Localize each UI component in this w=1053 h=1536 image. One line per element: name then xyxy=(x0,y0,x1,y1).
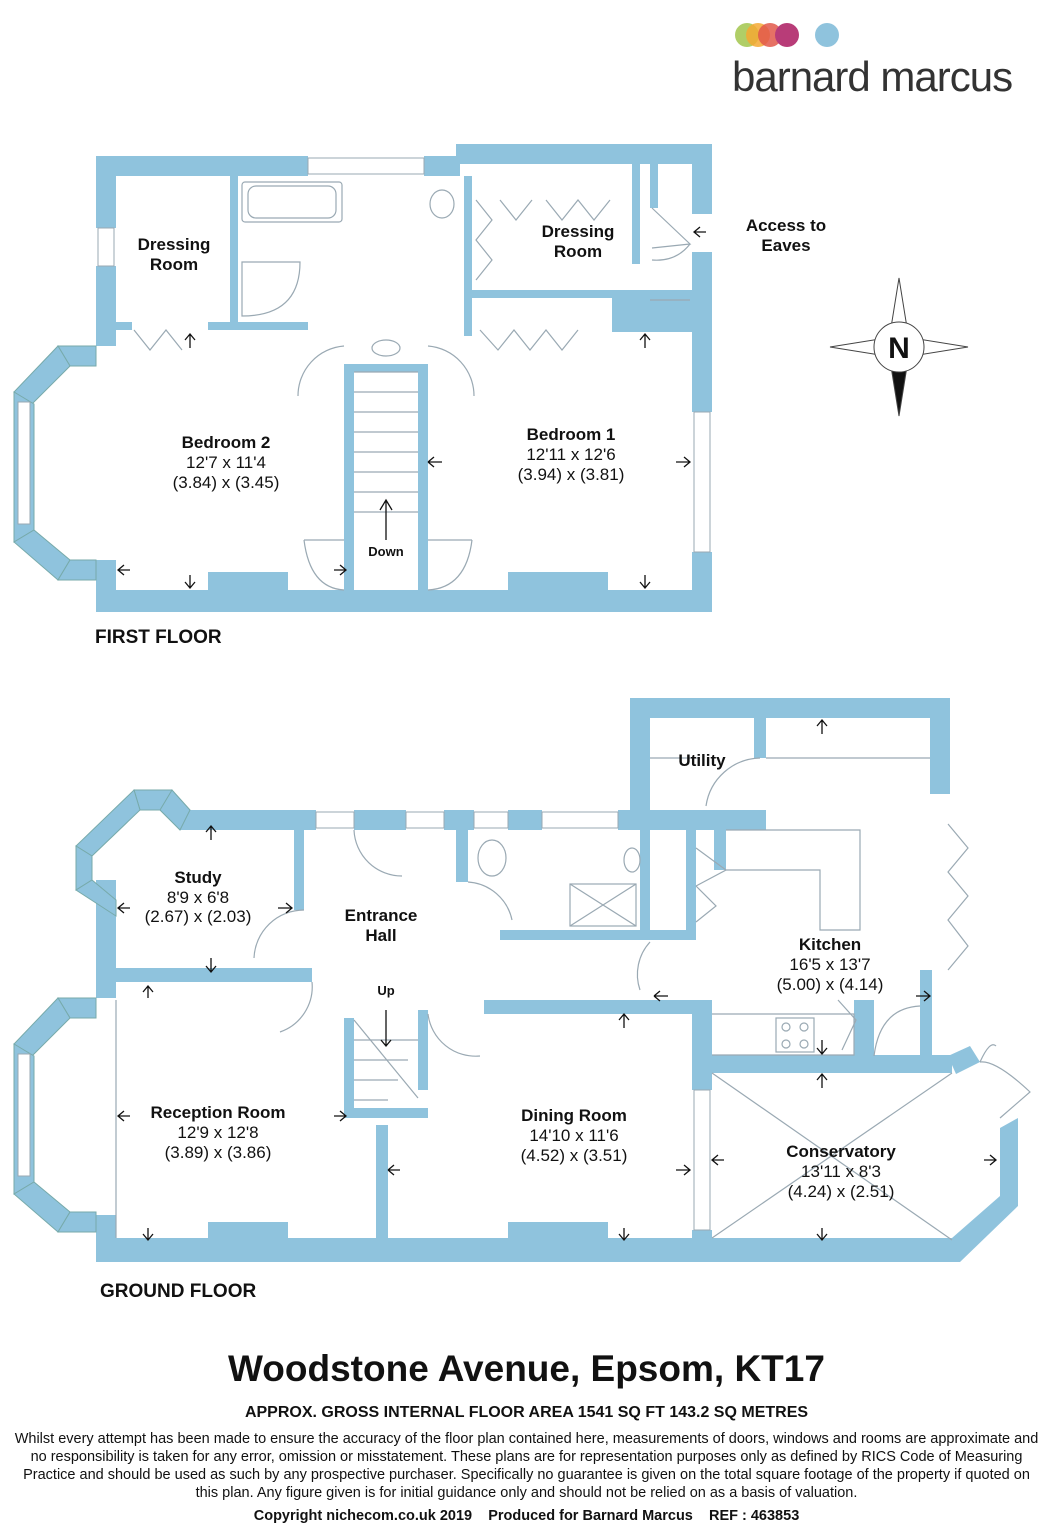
floor-plan-drawing: barnard marcus N xyxy=(13,23,1031,1302)
dressing-room-left-line1: Dressing xyxy=(138,235,211,254)
copyright-line: Copyright nichecom.co.uk 2019 Produced f… xyxy=(253,1508,800,1524)
entrance-hall-line2: Hall xyxy=(365,926,396,945)
dressing-room-right-line1: Dressing xyxy=(542,222,615,241)
compass-letter: N xyxy=(888,332,910,365)
brand-logo: barnard marcus xyxy=(732,23,1013,100)
disclaimer-text: Whilst every attempt has been made to en… xyxy=(14,1431,1039,1501)
access-eaves-line1: Access to xyxy=(746,216,826,235)
bedroom1-imperial: 12'11 x 12'6 xyxy=(526,445,615,464)
kitchen-imperial: 16'5 x 13'7 xyxy=(789,955,870,974)
compass-icon: N xyxy=(829,277,969,417)
conservatory-metric: (4.24) x (2.51) xyxy=(788,1182,895,1201)
bedroom1-name: Bedroom 1 xyxy=(527,425,616,444)
conservatory-imperial: 13'11 x 8'3 xyxy=(801,1162,881,1181)
brand-name: barnard marcus xyxy=(732,53,1012,100)
dressing-room-left-line2: Room xyxy=(150,255,198,274)
reception-metric: (3.89) x (3.86) xyxy=(165,1143,272,1162)
property-title: Woodstone Avenue, Epsom, KT17 xyxy=(228,1348,825,1389)
ground-floor-label: GROUND FLOOR xyxy=(100,1281,256,1302)
kitchen-metric: (5.00) x (4.14) xyxy=(777,975,884,994)
access-eaves-line2: Eaves xyxy=(761,236,810,255)
bedroom2-imperial: 12'7 x 11'4 xyxy=(186,453,266,472)
stairs-down-label: Down xyxy=(368,544,403,559)
kitchen-name: Kitchen xyxy=(799,935,861,954)
first-floor-plan: Dressing Room Dressing Room Access to Ea… xyxy=(13,144,826,648)
stairs-up-label: Up xyxy=(377,983,394,998)
study-imperial: 8'9 x 6'8 xyxy=(167,888,229,907)
dining-metric: (4.52) x (3.51) xyxy=(521,1146,628,1165)
conservatory-name: Conservatory xyxy=(786,1142,896,1161)
entrance-hall-line1: Entrance xyxy=(345,906,418,925)
first-floor-label: FIRST FLOOR xyxy=(95,627,222,648)
study-name: Study xyxy=(174,868,222,887)
dining-name: Dining Room xyxy=(521,1106,627,1125)
dining-imperial: 14'10 x 11'6 xyxy=(529,1126,618,1145)
utility-label: Utility xyxy=(678,751,726,770)
reception-imperial: 12'9 x 12'8 xyxy=(177,1123,258,1142)
dressing-room-right-line2: Room xyxy=(554,242,602,261)
ground-floor-plan: Utility Study 8'9 x 6'8 (2.67) x (2.03) … xyxy=(13,698,1031,1302)
bedroom1-metric: (3.94) x (3.81) xyxy=(518,465,625,484)
bedroom2-metric: (3.84) x (3.45) xyxy=(173,473,280,492)
study-metric: (2.67) x (2.03) xyxy=(145,907,252,926)
bedroom2-name: Bedroom 2 xyxy=(182,433,271,452)
reception-name: Reception Room xyxy=(150,1103,285,1122)
floor-area: APPROX. GROSS INTERNAL FLOOR AREA 1541 S… xyxy=(244,1404,809,1421)
